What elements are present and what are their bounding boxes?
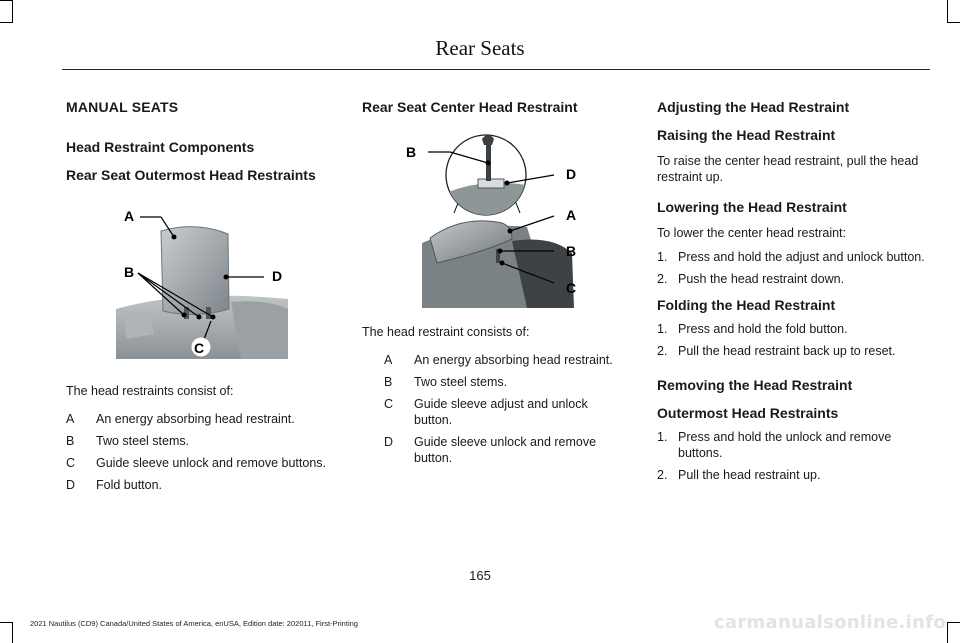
crop-mark bbox=[0, 622, 13, 623]
legend-key: A bbox=[66, 412, 75, 426]
figure-label-a: A bbox=[566, 207, 576, 223]
lower-text: To lower the center head restraint: bbox=[657, 226, 846, 240]
subsection-title: Outermost Head Restraints bbox=[657, 405, 839, 421]
lower-steps: 1. Press and hold the adjust and unlock … bbox=[657, 249, 927, 287]
step-text: Press and hold the fold button. bbox=[678, 322, 848, 336]
header-divider bbox=[62, 69, 930, 70]
list-item: 2. Pull the head restraint back up to re… bbox=[657, 343, 927, 359]
legend-key: D bbox=[66, 478, 76, 492]
step-number: 2. bbox=[657, 468, 668, 482]
legend-text: Guide sleeve adjust and unlock button. bbox=[414, 397, 588, 427]
list-item: 2. Pull the head restraint up. bbox=[657, 467, 927, 483]
legend-list: A An energy absorbing head restraint. B … bbox=[384, 352, 627, 466]
legend-key: A bbox=[384, 353, 393, 367]
subsection-title: Removing the Head Restraint bbox=[657, 377, 853, 393]
page-number: 165 bbox=[469, 568, 491, 583]
legend-text: Two steel stems. bbox=[414, 375, 508, 389]
step-text: Pull the head restraint back up to reset… bbox=[678, 344, 896, 358]
crop-mark bbox=[12, 0, 13, 22]
subsection-title: Rear Seat Center Head Restraint bbox=[362, 99, 578, 115]
outermost-head-restraint-figure: A B C D bbox=[116, 208, 288, 359]
legend-list: A An energy absorbing head restraint. B … bbox=[66, 411, 326, 493]
list-item: 1. Press and hold the fold button. bbox=[657, 321, 927, 337]
list-item: 1. Press and hold the adjust and unlock … bbox=[657, 249, 927, 265]
crop-mark bbox=[0, 22, 13, 23]
watermark: carmanualsonline.info bbox=[713, 612, 946, 633]
column-right: Adjusting the Head Restraint Raising the… bbox=[657, 95, 927, 489]
step-number: 2. bbox=[657, 272, 668, 286]
legend-item: A An energy absorbing head restraint. bbox=[384, 352, 627, 368]
crop-mark bbox=[947, 22, 960, 23]
subsection-title: Folding the Head Restraint bbox=[657, 297, 836, 313]
step-text: Push the head restraint down. bbox=[678, 272, 845, 286]
legend-intro: The head restraint consists of: bbox=[362, 325, 530, 339]
legend-item: B Two steel stems. bbox=[384, 374, 627, 390]
fold-steps: 1. Press and hold the fold button. 2. Pu… bbox=[657, 321, 927, 359]
legend-key: D bbox=[384, 435, 394, 449]
crop-mark bbox=[947, 622, 948, 643]
figure-label-b: B bbox=[566, 243, 576, 259]
legend-item: B Two steel stems. bbox=[66, 433, 326, 449]
step-number: 2. bbox=[657, 344, 668, 358]
figure-label-c: C bbox=[194, 340, 204, 356]
section-title: Adjusting the Head Restraint bbox=[657, 99, 850, 115]
crop-mark bbox=[12, 622, 13, 643]
legend-item: C Guide sleeve unlock and remove buttons… bbox=[66, 455, 326, 471]
column-left: MANUAL SEATS Head Restraint Components R… bbox=[66, 95, 326, 499]
raise-text: To raise the center head restraint, pull… bbox=[657, 154, 919, 184]
column-middle: Rear Seat Center Head Restraint bbox=[362, 95, 627, 472]
legend-text: Guide sleeve unlock and remove buttons. bbox=[96, 456, 326, 470]
list-item: 1. Press and hold the unlock and remove … bbox=[657, 429, 927, 461]
step-text: Pull the head restraint up. bbox=[678, 468, 821, 482]
step-text: Press and hold the adjust and unlock but… bbox=[678, 250, 925, 264]
legend-key: B bbox=[66, 434, 75, 448]
legend-item: D Guide sleeve unlock and remove button. bbox=[384, 434, 627, 466]
crop-mark bbox=[0, 0, 12, 1]
legend-key: B bbox=[384, 375, 393, 389]
step-number: 1. bbox=[657, 250, 668, 264]
legend-text: Two steel stems. bbox=[96, 434, 190, 448]
legend-item: A An energy absorbing head restraint. bbox=[66, 411, 326, 427]
crop-mark bbox=[947, 622, 960, 623]
legend-text: An energy absorbing head restraint. bbox=[96, 412, 295, 426]
figure-label-b: B bbox=[124, 264, 134, 280]
figure-label-d: D bbox=[272, 268, 282, 284]
list-item: 2. Push the head restraint down. bbox=[657, 271, 927, 287]
legend-text: An energy absorbing head restraint. bbox=[414, 353, 613, 367]
legend-item: D Fold button. bbox=[66, 477, 326, 493]
crop-mark bbox=[947, 0, 948, 22]
center-head-restraint-figure: B D A B C bbox=[406, 134, 576, 308]
subsection-title: Rear Seat Outermost Head Restraints bbox=[66, 167, 316, 183]
subsection-title: Head Restraint Components bbox=[66, 139, 255, 155]
legend-intro: The head restraints consist of: bbox=[66, 384, 234, 398]
legend-key: C bbox=[384, 397, 394, 411]
legend-text: Fold button. bbox=[96, 478, 163, 492]
subsection-title: Lowering the Head Restraint bbox=[657, 199, 847, 215]
figure-label-c: C bbox=[566, 280, 576, 296]
figure-label-a: A bbox=[124, 208, 134, 224]
figure-label-b-top: B bbox=[406, 144, 416, 160]
legend-item: C Guide sleeve adjust and unlock button. bbox=[384, 396, 627, 428]
edition-note: 2021 Nautilus (CD9) Canada/United States… bbox=[30, 619, 358, 628]
step-number: 1. bbox=[657, 322, 668, 336]
step-text: Press and hold the unlock and remove but… bbox=[678, 430, 892, 460]
remove-steps: 1. Press and hold the unlock and remove … bbox=[657, 429, 927, 483]
figure-label-d: D bbox=[566, 166, 576, 182]
legend-text: Guide sleeve unlock and remove button. bbox=[414, 435, 597, 465]
legend-key: C bbox=[66, 456, 76, 470]
subsection-title: Raising the Head Restraint bbox=[657, 127, 836, 143]
section-title: MANUAL SEATS bbox=[66, 99, 179, 115]
step-number: 1. bbox=[657, 430, 668, 444]
page-header-title: Rear Seats bbox=[435, 36, 525, 60]
